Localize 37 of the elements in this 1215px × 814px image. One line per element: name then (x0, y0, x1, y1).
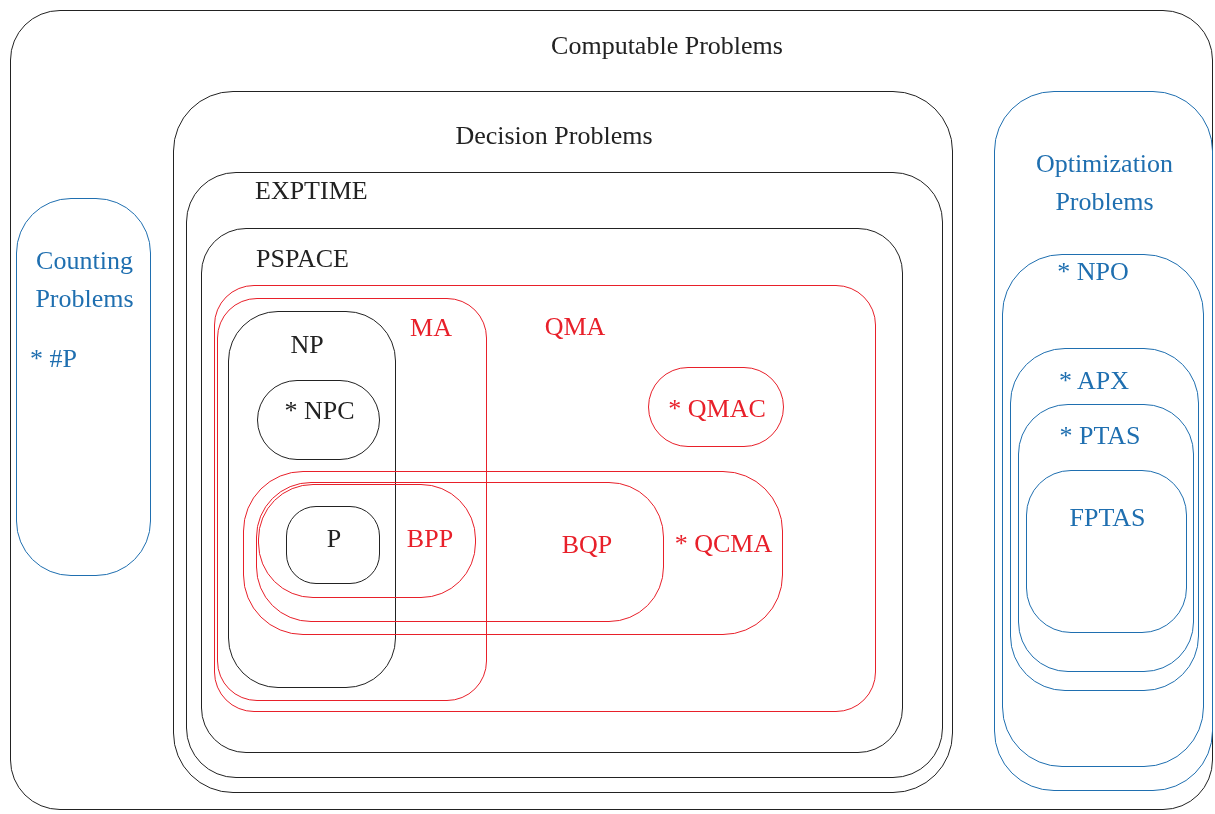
set-label: NP (289, 329, 325, 361)
set-label: Decision Problems (454, 120, 654, 152)
set-label: BQP (560, 529, 614, 561)
set-region (1010, 348, 1199, 691)
set-label: QMA (543, 311, 607, 343)
set-label: FPTAS (1068, 502, 1147, 534)
set-label: Computable Problems (550, 30, 784, 62)
set-label: BPP (405, 523, 455, 555)
set-region (1002, 254, 1204, 767)
set-label: EXPTIME (255, 175, 369, 207)
set-label: * NPC (283, 395, 356, 427)
set-region (173, 91, 953, 793)
set-label: * QMAC (667, 393, 767, 425)
set-region (217, 298, 487, 701)
set-label: Counting Problems (34, 245, 135, 315)
set-region (16, 198, 151, 576)
set-region (1018, 404, 1194, 672)
set-label: * #P (30, 343, 78, 375)
set-label: PSPACE (256, 243, 350, 275)
set-region (1026, 470, 1187, 633)
set-label: P (325, 523, 343, 555)
set-label: * NPO (1056, 256, 1130, 288)
set-label: * QCMA (673, 528, 774, 560)
set-region (228, 311, 396, 688)
set-region (201, 228, 903, 753)
set-label: * PTAS (1058, 420, 1142, 452)
set-region (186, 172, 943, 778)
set-region (214, 285, 876, 712)
set-region (994, 91, 1213, 791)
set-region (258, 484, 476, 598)
set-region (243, 471, 783, 635)
set-label: * APX (1057, 365, 1131, 397)
set-region (286, 506, 380, 584)
set-region (256, 482, 664, 622)
set-region (10, 10, 1213, 810)
set-label: Optimization Problems (1034, 148, 1175, 218)
set-label: MA (409, 312, 453, 344)
